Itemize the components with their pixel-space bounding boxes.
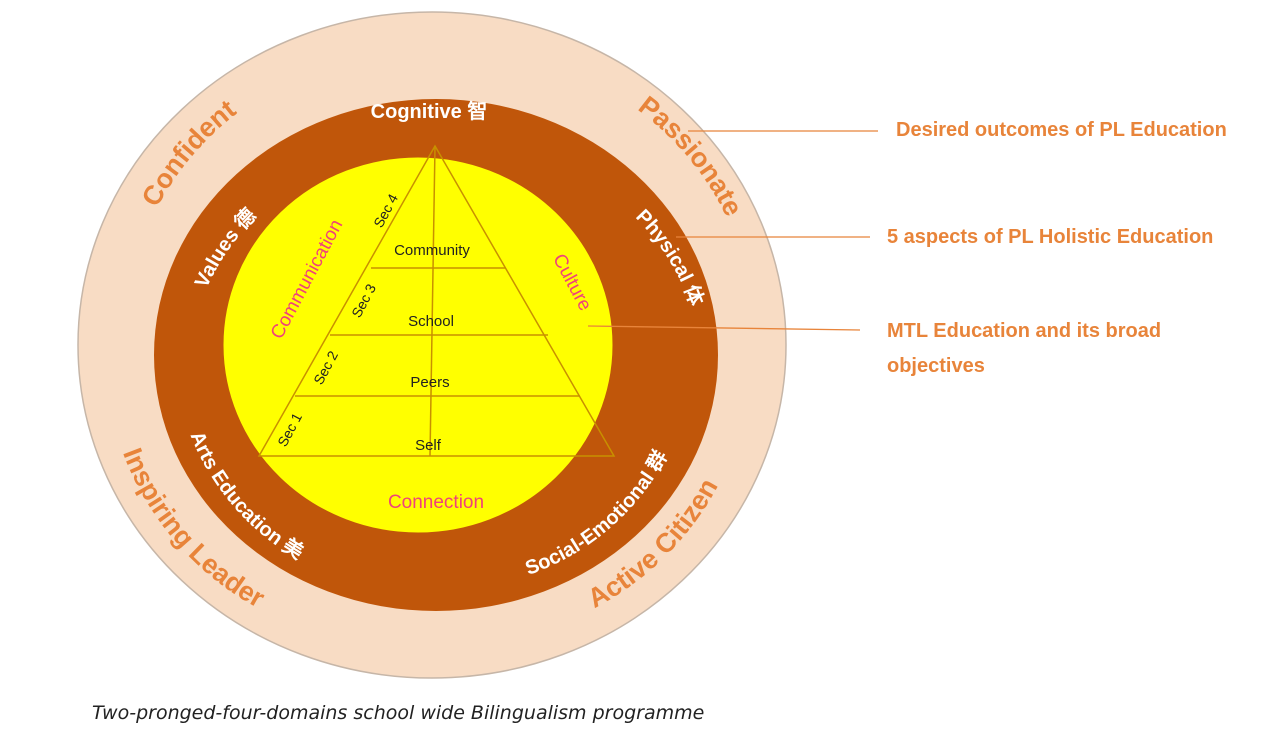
level-self: Self: [415, 437, 442, 454]
pyramid-outline: [257, 144, 616, 457]
inner-disc: [222, 156, 614, 534]
aspect-cognitive: Cognitive 智: [371, 99, 488, 123]
callout-line-mtl: [587, 325, 861, 331]
pyramid: [257, 144, 616, 457]
callout-mtl-line2: objectives: [887, 355, 985, 377]
callout-aspects: 5 aspects of PL Holistic Education: [887, 226, 1214, 248]
level-peers: Peers: [410, 374, 449, 391]
callout-outcomes: Desired outcomes of PL Education: [896, 119, 1227, 141]
mtl-connection: Connection: [388, 492, 484, 513]
figure-caption: Two-pronged-four-domains school wide Bil…: [92, 702, 705, 724]
level-community: Community: [394, 242, 470, 259]
callout-mtl-line1: MTL Education and its broad: [887, 320, 1162, 342]
level-school: School: [408, 313, 454, 330]
pyramid-axis: [429, 145, 436, 457]
